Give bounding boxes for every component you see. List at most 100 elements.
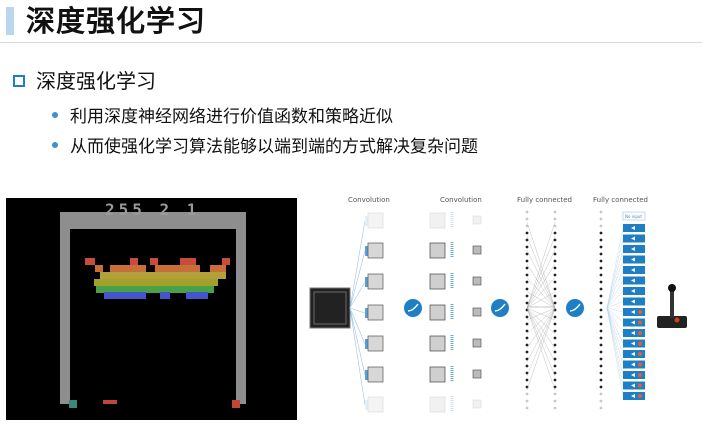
bullet-item: 利用深度神经网络进行价值函数和策略近似 bbox=[52, 106, 393, 128]
fc-connection bbox=[526, 307, 556, 391]
brick bbox=[96, 286, 214, 293]
fc2-neuron bbox=[599, 245, 603, 249]
output-connection bbox=[606, 307, 624, 344]
fc1-neuron bbox=[525, 301, 529, 305]
layer-label-fully-connected-2: Fully connected bbox=[593, 196, 648, 204]
fc-connection bbox=[526, 221, 556, 309]
fc1-neuron bbox=[525, 217, 529, 221]
fc1-neuron bbox=[525, 343, 529, 347]
fc1-neuron bbox=[553, 357, 557, 361]
bullet-item: 从而使强化学习算法能够以端到端的方式解决复杂问题 bbox=[52, 136, 478, 158]
brick bbox=[94, 279, 218, 286]
fc2-neuron bbox=[599, 406, 603, 410]
fc1-neuron bbox=[553, 287, 557, 291]
fc1-neuron bbox=[525, 238, 529, 242]
fc1-neuron bbox=[525, 273, 529, 277]
fc-connection bbox=[526, 305, 556, 309]
output-no-input-label: No input bbox=[625, 214, 642, 219]
conv2-feature-map bbox=[429, 212, 446, 229]
fc2-neuron bbox=[599, 266, 603, 270]
output-connection bbox=[606, 307, 624, 365]
dqn-network-diagram: Convolution Convolution Fully connected … bbox=[305, 188, 697, 420]
brick bbox=[186, 292, 208, 299]
action-fire-dot bbox=[638, 341, 642, 346]
fc1-neuron bbox=[553, 259, 557, 263]
brick bbox=[104, 292, 146, 299]
fc1-neuron bbox=[525, 378, 529, 382]
fc2-neuron bbox=[599, 350, 603, 354]
action-arrow-icon bbox=[631, 257, 635, 262]
fc2-neuron bbox=[599, 329, 603, 333]
action-arrow-icon bbox=[631, 352, 635, 356]
conv2-output bbox=[472, 338, 482, 348]
brick bbox=[110, 265, 146, 272]
activation-curve-icon bbox=[404, 299, 422, 317]
conv2-feature-map bbox=[429, 304, 446, 321]
layer-label-fully-connected-1: Fully connected bbox=[517, 196, 572, 204]
fc1-neuron bbox=[553, 322, 557, 326]
game-walls bbox=[60, 212, 246, 414]
fc2-neuron bbox=[599, 336, 603, 340]
connection-line bbox=[349, 307, 366, 314]
action-arrow-icon bbox=[631, 383, 635, 388]
action-arrow-icon bbox=[631, 236, 635, 241]
action-fire-dot bbox=[638, 373, 642, 377]
fc2-neuron bbox=[599, 343, 603, 347]
activation-curve-stroke bbox=[569, 303, 581, 312]
fc1-neuron bbox=[525, 210, 529, 214]
layer-label-convolution-2: Convolution bbox=[440, 196, 482, 204]
fc1-neuron bbox=[525, 259, 529, 263]
conv1-feature-map bbox=[367, 212, 384, 229]
fc1-neuron bbox=[525, 329, 529, 333]
fc1-neuron bbox=[553, 280, 557, 284]
action-arrow-icon bbox=[631, 394, 635, 398]
fc1-neuron bbox=[525, 224, 529, 228]
connection-line bbox=[349, 250, 366, 309]
action-fire-dot bbox=[638, 362, 642, 367]
fc1-neuron bbox=[525, 364, 529, 368]
right-wall bbox=[236, 212, 246, 404]
fc1-neuron bbox=[553, 252, 557, 256]
fc-connection bbox=[526, 307, 556, 349]
conv2-output bbox=[472, 245, 482, 255]
conv2-output bbox=[472, 369, 482, 379]
joystick-icon bbox=[668, 284, 676, 292]
fc-connection bbox=[526, 263, 556, 309]
input-frame-border bbox=[313, 291, 347, 325]
output-connection bbox=[606, 290, 624, 309]
fc-connection bbox=[526, 277, 556, 309]
fc-connection bbox=[526, 307, 556, 363]
fc1-neuron bbox=[525, 280, 529, 284]
fc2-neuron bbox=[599, 399, 603, 403]
fc1-neuron bbox=[553, 231, 557, 235]
output-connection bbox=[606, 227, 624, 309]
fc1-neuron bbox=[525, 371, 529, 375]
title-divider bbox=[0, 42, 702, 43]
brick bbox=[130, 258, 138, 265]
output-connection bbox=[606, 248, 624, 309]
conv1-feature-map bbox=[367, 335, 384, 352]
input-frame bbox=[309, 287, 351, 329]
conv2-feature-map bbox=[429, 396, 446, 413]
fc2-neuron bbox=[599, 301, 603, 305]
action-fire-dot bbox=[638, 352, 642, 356]
fc2-neuron bbox=[599, 294, 603, 298]
fc2-neuron bbox=[599, 210, 603, 214]
fc2-neuron bbox=[599, 308, 603, 312]
fc1-neuron bbox=[525, 315, 529, 319]
fc1-neuron bbox=[553, 378, 557, 382]
output-connection bbox=[606, 238, 624, 309]
fc-connection bbox=[526, 291, 556, 309]
fc1-neuron bbox=[525, 294, 529, 298]
action-arrow-icon bbox=[631, 226, 635, 230]
fc1-neuron bbox=[525, 245, 529, 249]
brick bbox=[160, 292, 170, 299]
output-connection bbox=[606, 259, 624, 309]
action-fire-dot bbox=[638, 310, 642, 314]
connection-line bbox=[349, 220, 366, 309]
action-fire-dot bbox=[638, 331, 642, 335]
joystick-base bbox=[657, 316, 687, 328]
fc1-neuron bbox=[553, 371, 557, 375]
output-connection bbox=[606, 280, 624, 309]
network-svg: No input bbox=[309, 210, 687, 413]
